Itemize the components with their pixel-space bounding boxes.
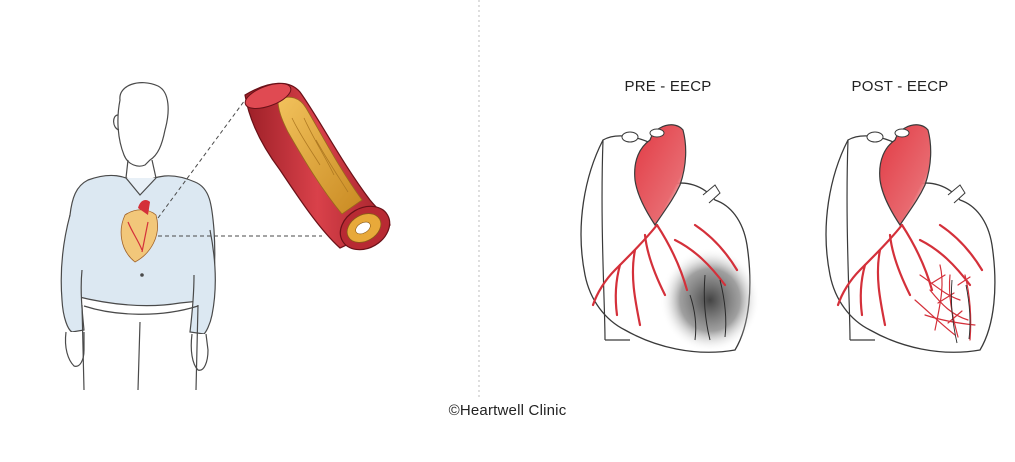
callout-lines <box>157 99 322 237</box>
pre-eecp-label: PRE - EECP <box>624 78 712 95</box>
pre-eecp-heart <box>580 124 760 353</box>
chest-heart-icon <box>120 200 158 263</box>
post-eecp-heart <box>825 124 996 353</box>
artery-cross-section <box>244 82 391 251</box>
post-eecp-label: POST - EECP <box>851 78 949 95</box>
copyright-credit: ©Heartwell Clinic <box>448 402 567 419</box>
